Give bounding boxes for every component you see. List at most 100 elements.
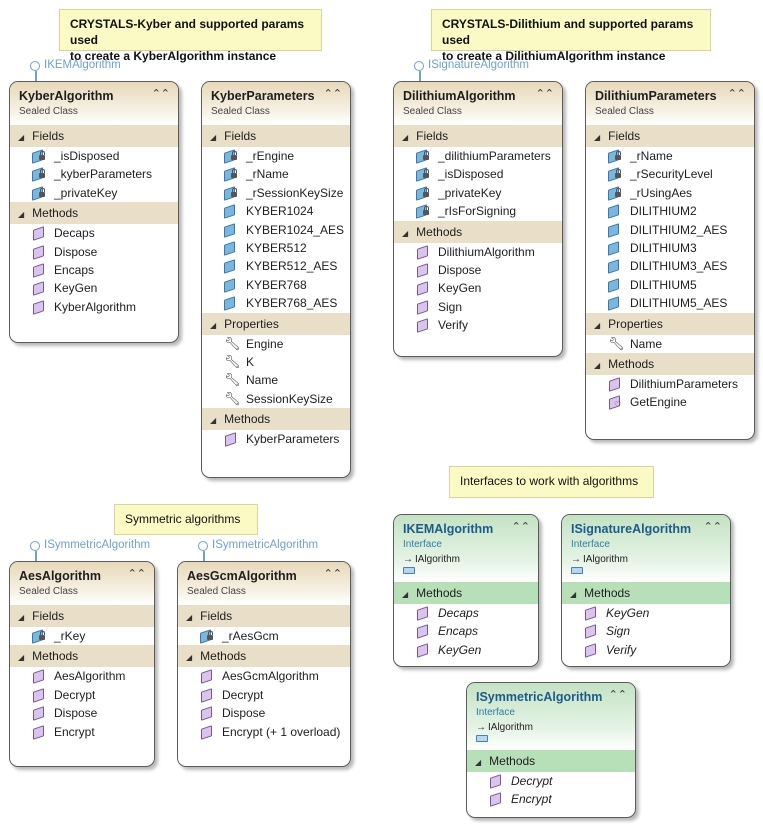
section-header-methods[interactable]: ◢Methods bbox=[178, 645, 350, 668]
member-row[interactable]: DILITHIUM3 bbox=[586, 239, 754, 257]
collapse-triangle-icon[interactable]: ◢ bbox=[594, 133, 601, 142]
section-header-methods[interactable]: ◢Methods bbox=[10, 202, 178, 225]
member-row[interactable]: _rName bbox=[202, 165, 350, 183]
member-row[interactable]: DILITHIUM5_AES bbox=[586, 294, 754, 312]
member-row[interactable]: _privateKey bbox=[394, 184, 562, 202]
member-row[interactable]: KYBER1024_AES bbox=[202, 221, 350, 239]
collapse-triangle-icon[interactable]: ◢ bbox=[186, 613, 193, 622]
collapse-chevron-icon[interactable]: ⌃⌃ bbox=[703, 521, 722, 533]
member-row[interactable]: 🔧︎Name bbox=[202, 371, 350, 389]
member-row[interactable]: Sign bbox=[394, 298, 562, 316]
member-row[interactable]: KeyGen bbox=[562, 604, 730, 622]
collapse-chevron-icon[interactable]: ⌃⌃ bbox=[608, 689, 627, 701]
member-row[interactable]: _isDisposed bbox=[10, 147, 178, 165]
member-row[interactable]: Decrypt bbox=[467, 772, 635, 790]
member-row[interactable]: Dispose bbox=[394, 261, 562, 279]
member-row[interactable]: AesAlgorithm bbox=[10, 667, 154, 685]
member-row[interactable]: KyberParameters bbox=[202, 430, 350, 448]
member-row[interactable]: Verify bbox=[394, 316, 562, 334]
member-row[interactable]: _rUsingAes bbox=[586, 184, 754, 202]
member-row[interactable]: Encaps bbox=[10, 261, 178, 279]
member-row[interactable]: _kyberParameters bbox=[10, 165, 178, 183]
collapse-triangle-icon[interactable]: ◢ bbox=[570, 590, 577, 599]
member-row[interactable]: DilithiumParameters bbox=[586, 375, 754, 393]
section-header-fields[interactable]: ◢Fields bbox=[202, 125, 350, 147]
collapse-triangle-icon[interactable]: ◢ bbox=[402, 133, 409, 142]
collapsed-members-icon[interactable] bbox=[403, 567, 415, 574]
member-row[interactable]: _rName bbox=[586, 147, 754, 165]
section-header-methods[interactable]: ◢Methods bbox=[562, 582, 730, 604]
collapse-triangle-icon[interactable]: ◢ bbox=[186, 653, 193, 663]
collapse-chevron-icon[interactable]: ⌃⌃ bbox=[323, 568, 342, 580]
member-row[interactable]: _isDisposed bbox=[394, 165, 562, 183]
member-row[interactable]: _rEngine bbox=[202, 147, 350, 165]
collapsed-members-icon[interactable] bbox=[571, 567, 583, 574]
member-row[interactable]: Encrypt bbox=[467, 790, 635, 808]
member-row[interactable]: ♡GetEngine bbox=[586, 393, 754, 411]
member-row[interactable]: DILITHIUM2_AES bbox=[586, 221, 754, 239]
member-row[interactable]: Dispose bbox=[10, 704, 154, 722]
member-row[interactable]: _dilithiumParameters bbox=[394, 147, 562, 165]
member-row[interactable]: KYBER512 bbox=[202, 239, 350, 257]
section-header-fields[interactable]: ◢Fields bbox=[10, 605, 154, 627]
member-row[interactable]: Decaps bbox=[10, 224, 178, 242]
section-header-fields[interactable]: ◢Fields bbox=[394, 125, 562, 147]
section-header-properties[interactable]: ◢Properties bbox=[202, 312, 350, 335]
member-row[interactable]: _rSessionKeySize bbox=[202, 184, 350, 202]
member-row[interactable]: _rKey bbox=[10, 627, 154, 645]
collapse-triangle-icon[interactable]: ◢ bbox=[402, 228, 409, 238]
section-header-methods[interactable]: ◢Methods bbox=[202, 408, 350, 431]
member-row[interactable]: KeyGen bbox=[394, 279, 562, 297]
collapse-triangle-icon[interactable]: ◢ bbox=[210, 320, 217, 330]
section-header-fields[interactable]: ◢Fields bbox=[10, 125, 178, 147]
section-header-fields[interactable]: ◢Fields bbox=[586, 125, 754, 147]
member-row[interactable]: KYBER1024 bbox=[202, 202, 350, 220]
section-header-fields[interactable]: ◢Fields bbox=[178, 605, 350, 627]
collapse-triangle-icon[interactable]: ◢ bbox=[18, 613, 25, 622]
member-row[interactable]: DILITHIUM5 bbox=[586, 276, 754, 294]
collapse-triangle-icon[interactable]: ◢ bbox=[594, 320, 601, 330]
member-row[interactable]: KeyGen bbox=[394, 641, 538, 659]
section-header-methods[interactable]: ◢Methods bbox=[467, 750, 635, 772]
member-row[interactable]: Encrypt bbox=[10, 723, 154, 741]
section-header-methods[interactable]: ◢Methods bbox=[10, 645, 154, 668]
collapse-chevron-icon[interactable]: ⌃⌃ bbox=[151, 88, 170, 100]
collapse-triangle-icon[interactable]: ◢ bbox=[594, 360, 601, 370]
member-row[interactable]: KYBER512_AES bbox=[202, 257, 350, 275]
collapse-triangle-icon[interactable]: ◢ bbox=[475, 758, 482, 767]
collapse-triangle-icon[interactable]: ◢ bbox=[210, 133, 217, 142]
member-row[interactable]: Dispose bbox=[10, 243, 178, 261]
collapse-chevron-icon[interactable]: ⌃⌃ bbox=[727, 88, 746, 100]
member-row[interactable]: KyberAlgorithm bbox=[10, 298, 178, 316]
member-row[interactable]: 🔧︎SessionKeySize bbox=[202, 390, 350, 408]
member-row[interactable]: 🔧︎K bbox=[202, 353, 350, 371]
member-row[interactable]: Encaps bbox=[394, 622, 538, 640]
member-row[interactable]: Decrypt bbox=[178, 686, 350, 704]
member-row[interactable]: DILITHIUM3_AES bbox=[586, 257, 754, 275]
member-row[interactable]: Decrypt bbox=[10, 686, 154, 704]
collapse-triangle-icon[interactable]: ◢ bbox=[210, 416, 217, 426]
member-row[interactable]: _rAesGcm bbox=[178, 627, 350, 645]
member-row[interactable]: _rSecurityLevel bbox=[586, 165, 754, 183]
member-row[interactable]: Verify bbox=[562, 641, 730, 659]
member-row[interactable]: Dispose bbox=[178, 704, 350, 722]
member-row[interactable]: _privateKey bbox=[10, 184, 178, 202]
collapse-chevron-icon[interactable]: ⌃⌃ bbox=[127, 568, 146, 580]
section-header-methods[interactable]: ◢Methods bbox=[394, 220, 562, 243]
section-header-methods[interactable]: ◢Methods bbox=[586, 352, 754, 375]
